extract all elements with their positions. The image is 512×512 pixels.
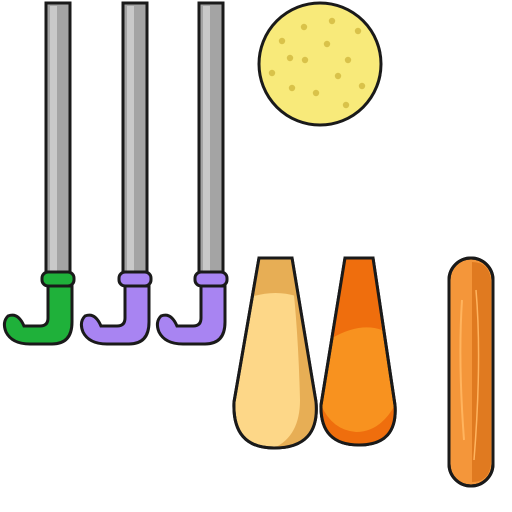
hockey-stick-purple (155, 1, 229, 346)
stick-blade (79, 284, 151, 346)
plank-outline (447, 256, 495, 488)
stick-shaft-highlight (50, 6, 57, 274)
stick-shaft-highlight (203, 6, 210, 274)
stick-shaft-highlight (127, 6, 134, 274)
paddle-shade (332, 258, 382, 338)
paddle-lower-shade (320, 405, 396, 445)
stick-collar (117, 270, 153, 288)
stick-shaft (121, 1, 149, 280)
paddle-outline (319, 256, 397, 447)
paddle-orange-wood (319, 256, 397, 447)
stick-collar (193, 270, 229, 288)
stick-blade (155, 284, 227, 346)
paddle-top-shade (254, 258, 296, 296)
stick-collar (40, 270, 76, 288)
stick-shaft (197, 1, 225, 280)
hockey-stick-purple (79, 1, 153, 346)
paddle-light-wood (232, 256, 318, 450)
hockey-stick-green (2, 1, 76, 346)
yellow-ball (257, 1, 383, 127)
paddle-shade (274, 258, 317, 448)
wooden-plank (447, 256, 495, 488)
stick-blade (2, 284, 74, 346)
stick-shaft (44, 1, 72, 280)
plank-grain (459, 299, 465, 441)
plank-grain (473, 289, 480, 461)
ball-dots (268, 17, 366, 109)
ball-body (257, 1, 383, 127)
paddle-outline (232, 256, 318, 450)
